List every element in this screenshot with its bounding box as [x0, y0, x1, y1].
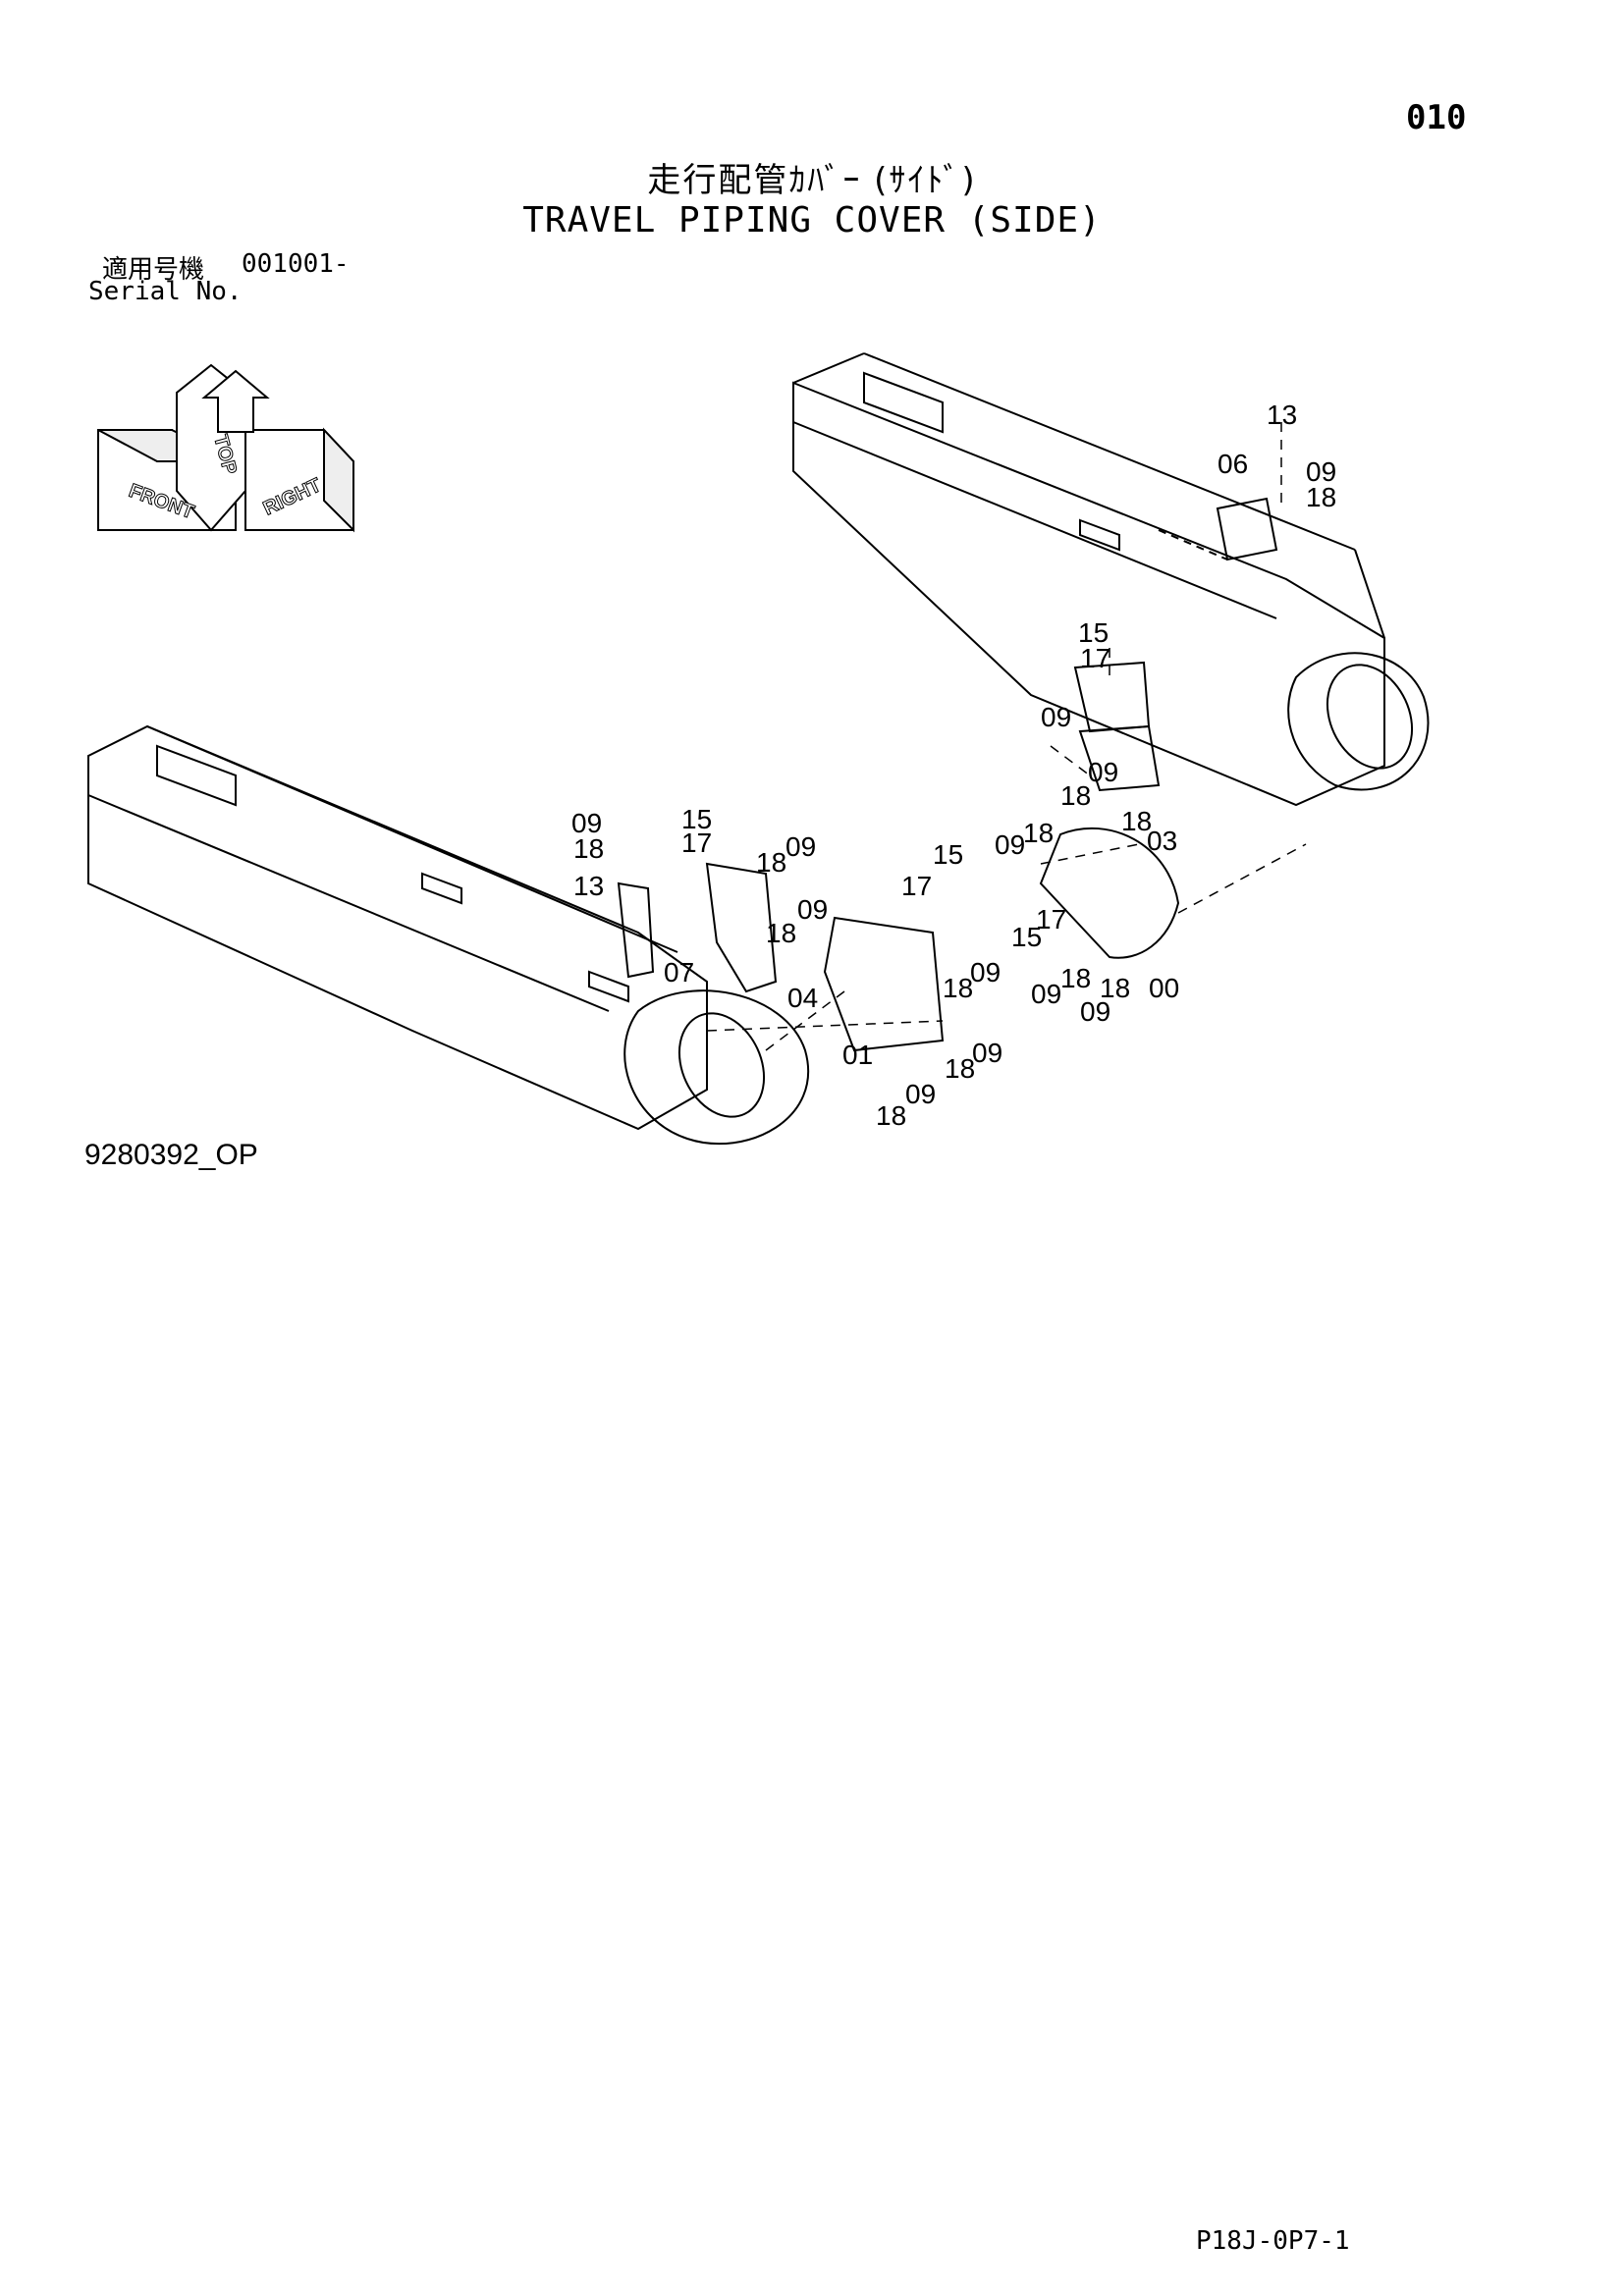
callout-18-right2: 18 [1060, 963, 1091, 993]
callout-18-lower: 18 [943, 973, 973, 1003]
page-code: P18J-0P7-1 [1196, 2226, 1350, 2256]
callout-18-mid: 18 [1060, 780, 1091, 811]
callout-15-left: 15 [681, 804, 712, 834]
lower-track-frame [87, 724, 810, 1146]
callout-03: 03 [1147, 826, 1177, 856]
part-06-bracket [1216, 497, 1278, 561]
serial-label-japanese: 適用号機 [102, 255, 205, 285]
callout-06: 06 [1218, 449, 1248, 479]
callout-18-left: 18 [573, 833, 604, 864]
callout-09-mid2: 09 [1088, 757, 1118, 787]
drawing-code: 9280392_OP [84, 1139, 258, 1171]
callout-09-mid: 09 [1041, 702, 1071, 732]
upper-track-frame [792, 352, 1430, 807]
callout-09-upper: 09 [1306, 456, 1336, 487]
callout-18-right: 18 [1023, 818, 1054, 848]
callout-09-left: 09 [571, 808, 602, 838]
part-04-bracket [705, 862, 778, 993]
callout-07: 07 [664, 957, 694, 988]
part-07-bracket [617, 881, 655, 979]
callout-18-lower3: 18 [876, 1100, 906, 1131]
callout-01: 01 [842, 1040, 873, 1070]
callout-18-left2: 18 [756, 847, 786, 878]
callout-09-lower3: 09 [905, 1079, 936, 1109]
callout-00: 00 [1149, 973, 1179, 1003]
callout-17-left: 17 [681, 828, 712, 858]
callout-13-upper: 13 [1267, 400, 1297, 430]
callout-18-left3: 18 [766, 918, 796, 948]
callout-18-upper: 18 [1306, 482, 1336, 512]
callout-09-left3: 09 [797, 894, 828, 925]
callout-15-mid: 15 [933, 839, 963, 870]
callout-09-lower2: 09 [972, 1038, 1002, 1068]
callout-04: 04 [787, 983, 818, 1013]
callout-09-right3: 09 [1080, 996, 1110, 1027]
callout-09-left2: 09 [785, 831, 816, 862]
serial-label-english: Serial No. [88, 277, 243, 306]
callout-labels: 13 06 09 18 15 17 09 09 18 18 03 09 18 1… [571, 400, 1336, 1131]
page-number: 010 [1406, 98, 1467, 137]
page-title-english: TRAVEL PIPING COVER (SIDE) [522, 200, 1102, 240]
callout-18-right3: 18 [1100, 973, 1130, 1003]
callout-15-right: 15 [1011, 922, 1042, 952]
cover-parts [617, 497, 1278, 1052]
callout-09-right2: 09 [1031, 979, 1061, 1009]
callout-17-right: 17 [1036, 904, 1066, 934]
callout-17-mid: 17 [901, 871, 932, 901]
callout-17-upper: 17 [1080, 643, 1110, 673]
callout-18-mid2: 18 [1121, 806, 1152, 836]
part-00-cover [1039, 827, 1180, 959]
serial-code: 001001- [242, 249, 350, 279]
page-title-japanese: 走行配管ｶﾊﾞｰ (ｻｲﾄﾞ) [647, 161, 977, 200]
orientation-indicator: FRONT TOP RIGHT [97, 363, 354, 533]
callout-18-lower2: 18 [945, 1053, 975, 1084]
callout-13-left: 13 [573, 871, 604, 901]
leader-lines [706, 422, 1307, 1051]
callout-09-lower: 09 [970, 957, 1001, 988]
callout-09-right: 09 [995, 829, 1025, 860]
part-01-cover [823, 916, 945, 1052]
callout-15-upper: 15 [1078, 617, 1109, 648]
